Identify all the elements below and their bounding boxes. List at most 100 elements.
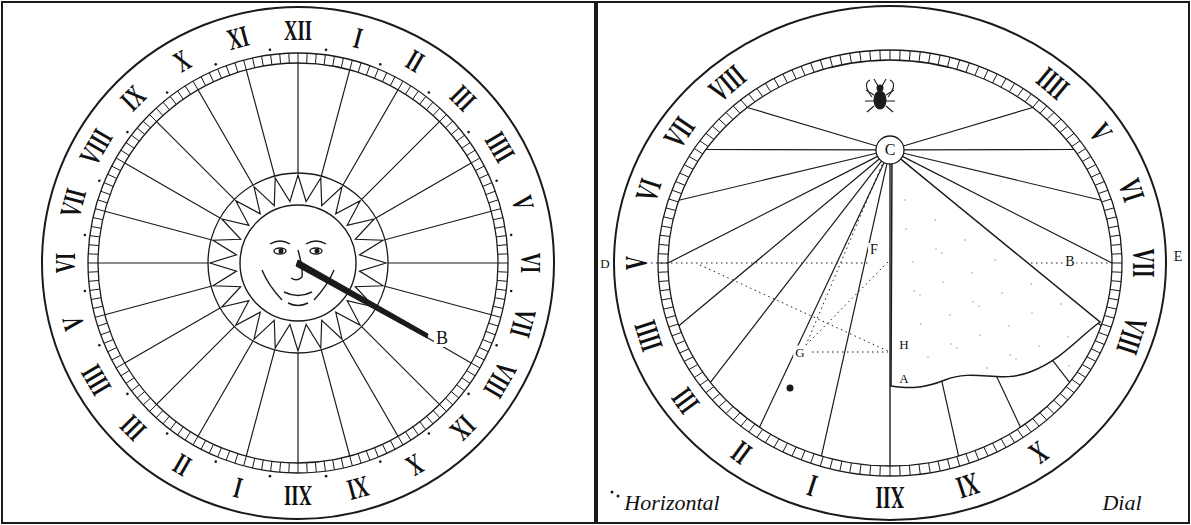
hour-line (904, 149, 1074, 151)
scale-tick (899, 466, 900, 476)
scale-tick (975, 66, 979, 75)
hour-numeral: I (230, 473, 245, 504)
panel-frame (2, 2, 595, 523)
scale-tick (457, 385, 465, 391)
point-letter: C (883, 142, 898, 158)
scale-tick (226, 66, 229, 75)
scale-tick (156, 108, 163, 115)
scale-tick (700, 141, 708, 147)
scale-tick (966, 63, 969, 72)
hour-numeral: XI (953, 468, 983, 505)
scale-tick (830, 57, 833, 67)
scale-tick (663, 217, 673, 219)
hour-numeral: V (1083, 117, 1117, 146)
hour-numeral: IX (115, 80, 151, 116)
scale-tick (680, 173, 689, 177)
scale-tick (433, 410, 440, 417)
scale-tick (689, 365, 698, 370)
hour-line (98, 262, 208, 263)
scale-tick (178, 91, 184, 99)
half-hour-dot (269, 475, 272, 478)
scale-tick (498, 271, 508, 272)
dial-ring (668, 60, 1112, 466)
scale-tick (680, 349, 689, 353)
scale-tick (700, 379, 708, 385)
gnomon-shading (949, 314, 950, 315)
scale-tick (383, 444, 387, 453)
scale-tick (112, 355, 121, 360)
scale-tick (89, 244, 99, 246)
scale-tick (390, 440, 395, 449)
scale-tick (101, 331, 110, 334)
hour-numeral: VIII (703, 59, 751, 107)
scale-tick (253, 458, 255, 468)
gnomon-shading (994, 259, 995, 260)
scale-tick (1072, 379, 1080, 385)
scale-tick (1091, 173, 1100, 177)
half-hour-dot (166, 432, 169, 435)
scale-tick (457, 135, 465, 141)
scale-tick (757, 89, 763, 97)
gnomon-shading (941, 252, 942, 253)
scale-tick (801, 451, 805, 460)
scale-tick (741, 100, 747, 108)
scale-tick (1001, 439, 1006, 448)
scale-tick (405, 86, 410, 94)
scale-tick (497, 244, 507, 246)
scale-tick (366, 66, 369, 75)
scale-tick (439, 115, 446, 122)
hour-numeral: VI (1113, 175, 1150, 205)
scale-tick (1082, 365, 1091, 370)
hour-numeral: II (168, 448, 196, 481)
half-hour-dot (379, 460, 382, 463)
scale-tick (765, 434, 770, 442)
scale-tick (375, 69, 379, 78)
scale-tick (774, 439, 779, 448)
scale-tick (1066, 133, 1074, 139)
scale-tick (489, 200, 499, 203)
hour-numeral: III (665, 383, 704, 420)
gnomon (891, 152, 1100, 388)
hour-numeral: III (444, 80, 481, 117)
scale-tick (433, 108, 440, 115)
scale-tick (1112, 271, 1122, 272)
point-letter: A (897, 372, 910, 385)
construction-line (806, 262, 888, 345)
construction-line (651, 263, 868, 264)
scale-tick (919, 464, 920, 474)
scale-tick (137, 392, 145, 398)
scale-tick (694, 149, 702, 154)
scale-tick (178, 427, 184, 435)
scale-tick (108, 348, 117, 352)
scale-tick (659, 244, 669, 246)
scale-tick (879, 50, 880, 60)
hour-numeral: X (401, 448, 428, 481)
hour-line (297, 63, 298, 173)
hour-numeral: IIII (1032, 61, 1075, 105)
scale-tick (91, 227, 101, 229)
hour-line (376, 163, 471, 218)
scale-tick (150, 115, 157, 122)
scale-tick (850, 463, 852, 473)
scale-tick (298, 53, 299, 63)
gnomon-shading (1030, 283, 1031, 284)
half-hour-dot (428, 432, 431, 435)
scale-tick (966, 454, 969, 463)
scale-tick (726, 112, 733, 119)
scale-tick (1107, 307, 1117, 309)
scale-tick (315, 462, 317, 472)
scale-tick (1077, 149, 1085, 154)
scale-tick (706, 387, 714, 393)
scale-tick (1017, 89, 1023, 97)
hour-line (821, 164, 887, 456)
hour-numeral: X (1024, 436, 1054, 470)
dial-hand (296, 260, 428, 338)
gnomon-shading (942, 281, 943, 282)
scale-tick (427, 102, 433, 110)
scale-tick (1111, 244, 1121, 246)
scale-tick (676, 341, 685, 345)
scale-tick (185, 432, 190, 440)
gnomon-shading (904, 199, 905, 200)
half-hour-dot (84, 290, 87, 293)
